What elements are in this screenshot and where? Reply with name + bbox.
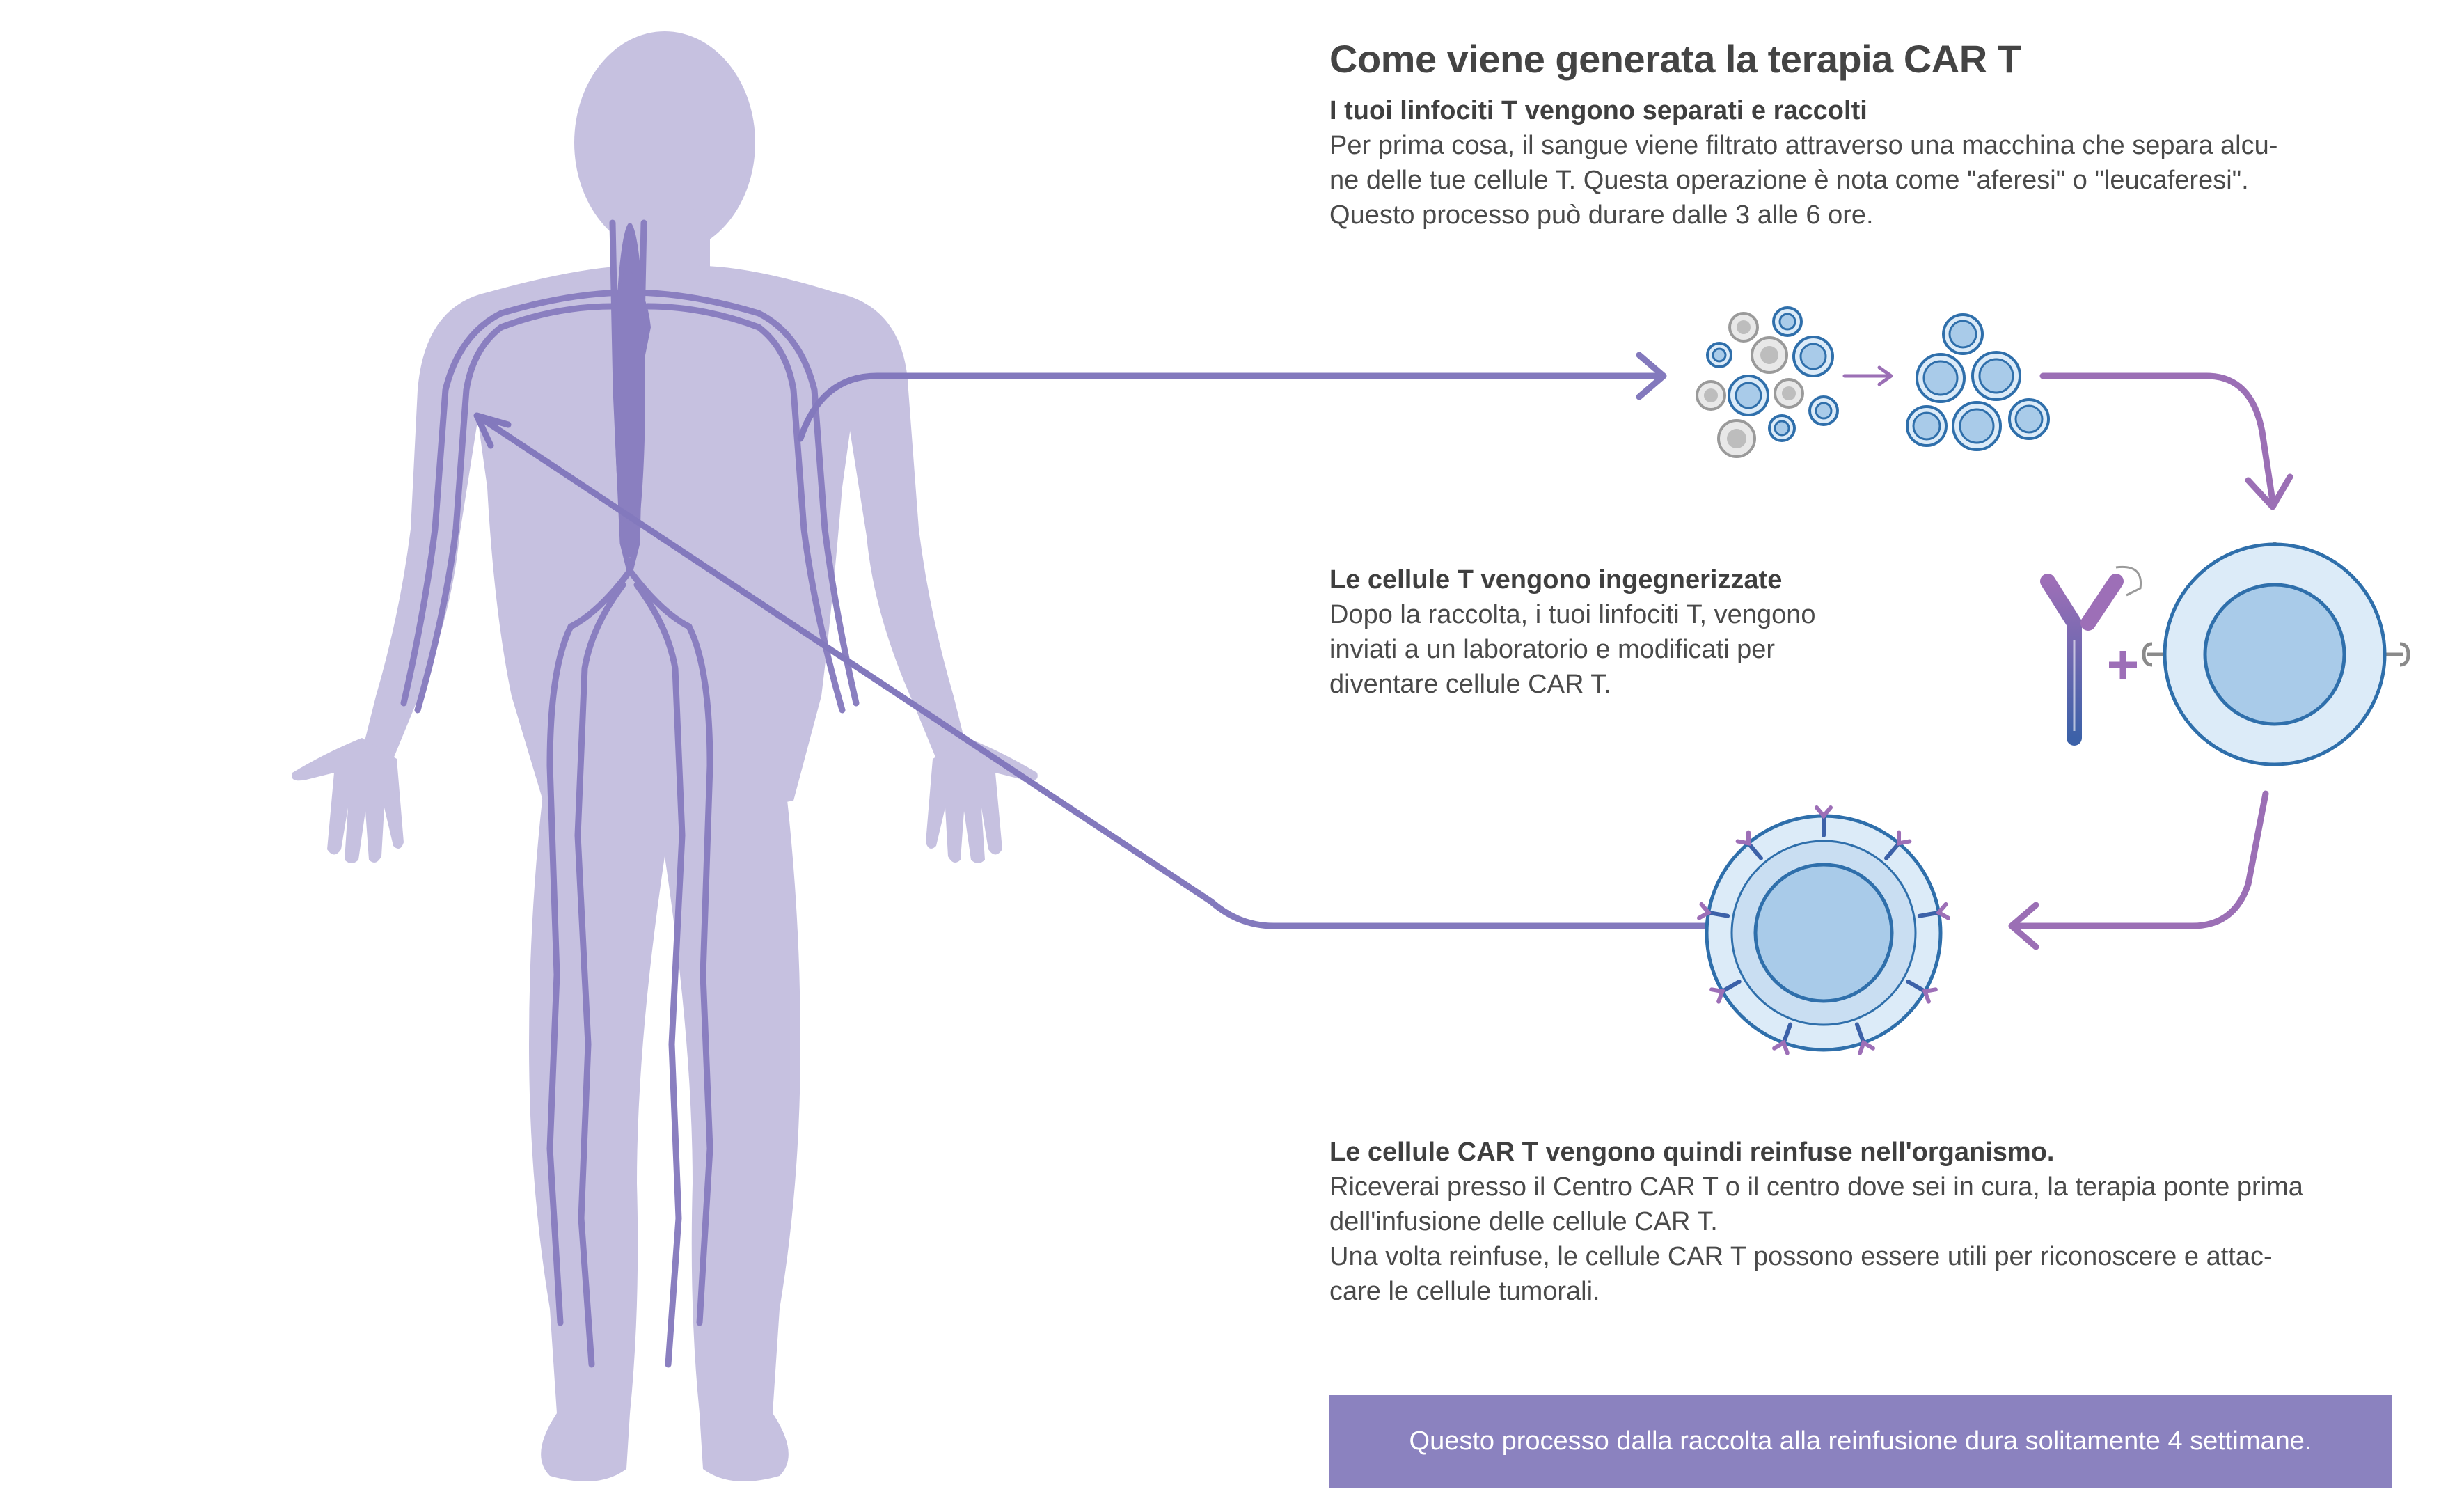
step-text-line: inviati a un laboratorio e modificati pe… — [1329, 635, 1776, 664]
duration-banner: Questo processo dalla raccolta alla rein… — [1329, 1395, 2392, 1488]
step-separation: I tuoi linfociti T vengono separati e ra… — [1329, 93, 2387, 233]
step-text-line: Riceverai presso il Centro CAR T o il ce… — [1329, 1172, 2303, 1202]
blood-cells-icon — [1696, 306, 1839, 458]
step-heading: Le cellule T vengono ingegnerizzate — [1329, 565, 1783, 595]
t-cells-icon — [1906, 313, 2050, 451]
step-engineering: Le cellule T vengono ingegnerizzate Dopo… — [1329, 563, 1956, 702]
step-text-line: Dopo la raccolta, i tuoi linfociti T, ve… — [1329, 600, 1816, 629]
step-text-line: dell'infusione delle cellule CAR T. — [1329, 1207, 1718, 1236]
step-reinfusion: Le cellule CAR T vengono quindi reinfuse… — [1329, 1135, 2387, 1309]
t-cell-receptor-icon — [2142, 542, 2410, 766]
page-title: Come viene generata la terapia CAR T — [1329, 37, 2021, 81]
step-text-line: Per prima cosa, il sangue viene filtrato… — [1329, 131, 2278, 160]
human-body-figure — [292, 31, 1038, 1481]
flow-arrows — [473, 352, 2293, 950]
step-text-line: care le cellule tumorali. — [1329, 1277, 1600, 1306]
step-text-line: Una volta reinfuse, le cellule CAR T pos… — [1329, 1242, 2273, 1271]
step-text-line: ne delle tue cellule T. Questa operazion… — [1329, 166, 2249, 195]
step-heading: Le cellule CAR T vengono quindi reinfuse… — [1329, 1138, 2055, 1167]
step-text-line: diventare cellule CAR T. — [1329, 670, 1611, 699]
car-t-cell-icon — [1696, 805, 1951, 1055]
step-text-line: Questo processo può durare dalle 3 alle … — [1329, 200, 1874, 230]
antibody-icon — [2040, 565, 2142, 746]
plus-icon — [2109, 651, 2137, 679]
step-heading: I tuoi linfociti T vengono separati e ra… — [1329, 96, 1867, 125]
